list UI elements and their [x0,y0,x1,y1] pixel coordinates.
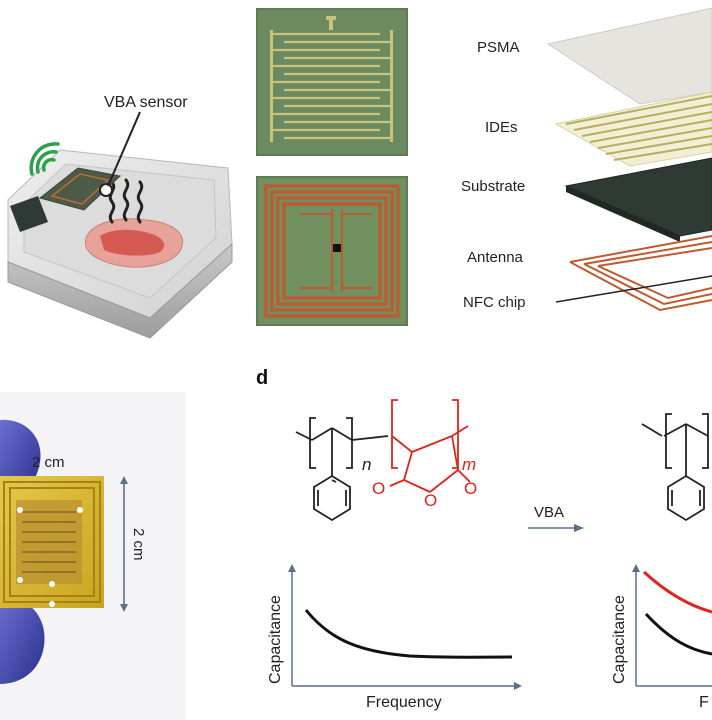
plot-right-ylabel: Capacitance [611,595,628,684]
height-label: 2 cm [130,528,147,561]
oxygen-ring: O [424,491,437,510]
psma-structure: n m O O O [295,399,477,522]
antenna-layer [569,235,712,312]
ides-layer [554,91,712,167]
exploded-layer-stack: PSMA IDEs Substrate Antenna NFC chip [461,7,712,312]
psma-label: PSMA [477,39,520,56]
oxygen-right: O [464,479,477,498]
subscript-m: m [462,455,476,474]
capacitance-curve-left [304,609,513,659]
substrate-layer [564,157,712,237]
plot-left-xlabel: Frequency [366,694,442,711]
ides-label: IDEs [485,119,518,136]
tray-insert [10,196,48,232]
wireless-signal-icon [29,142,60,176]
capacitance-plot-right: F Capacitance [611,564,712,711]
antenna-label: Antenna [467,249,524,266]
plot-left-ylabel: Capacitance [267,595,284,684]
panel-d-letter: d [256,367,268,389]
meat-fat-icon [100,229,165,256]
antenna-photo [256,176,408,326]
reaction-label: VBA [534,504,564,521]
panel-d: d [256,367,712,711]
product-structure [641,413,709,522]
panel-a-illustration: VBA sensor [7,94,233,339]
capacitance-plot-left: Frequency Capacitance [267,564,522,711]
capacitance-curve-black [644,612,712,656]
plot-right-xlabel: F [699,694,709,711]
tray-side [7,242,233,339]
glove-upper-icon [0,419,41,495]
device-photo: 2 cm 2 cm [0,392,186,720]
psma-layer [546,7,712,105]
sensor-pointer-dot [99,183,113,197]
ide-photo [256,8,408,156]
nfc-chip-label: NFC chip [463,294,526,311]
vba-sensor-label: VBA sensor [104,94,188,111]
nfc-chip-pointer-line [555,275,712,303]
subscript-n: n [362,455,371,474]
substrate-label: Substrate [461,178,525,195]
odor-lines-icon [108,178,144,224]
oxygen-left: O [372,479,385,498]
capacitance-curve-red [642,570,712,614]
glove-lower-icon [0,596,45,684]
width-label: 2 cm [32,454,65,471]
sensor-pointer-line [107,111,141,187]
nfc-chip-icon [333,244,341,252]
